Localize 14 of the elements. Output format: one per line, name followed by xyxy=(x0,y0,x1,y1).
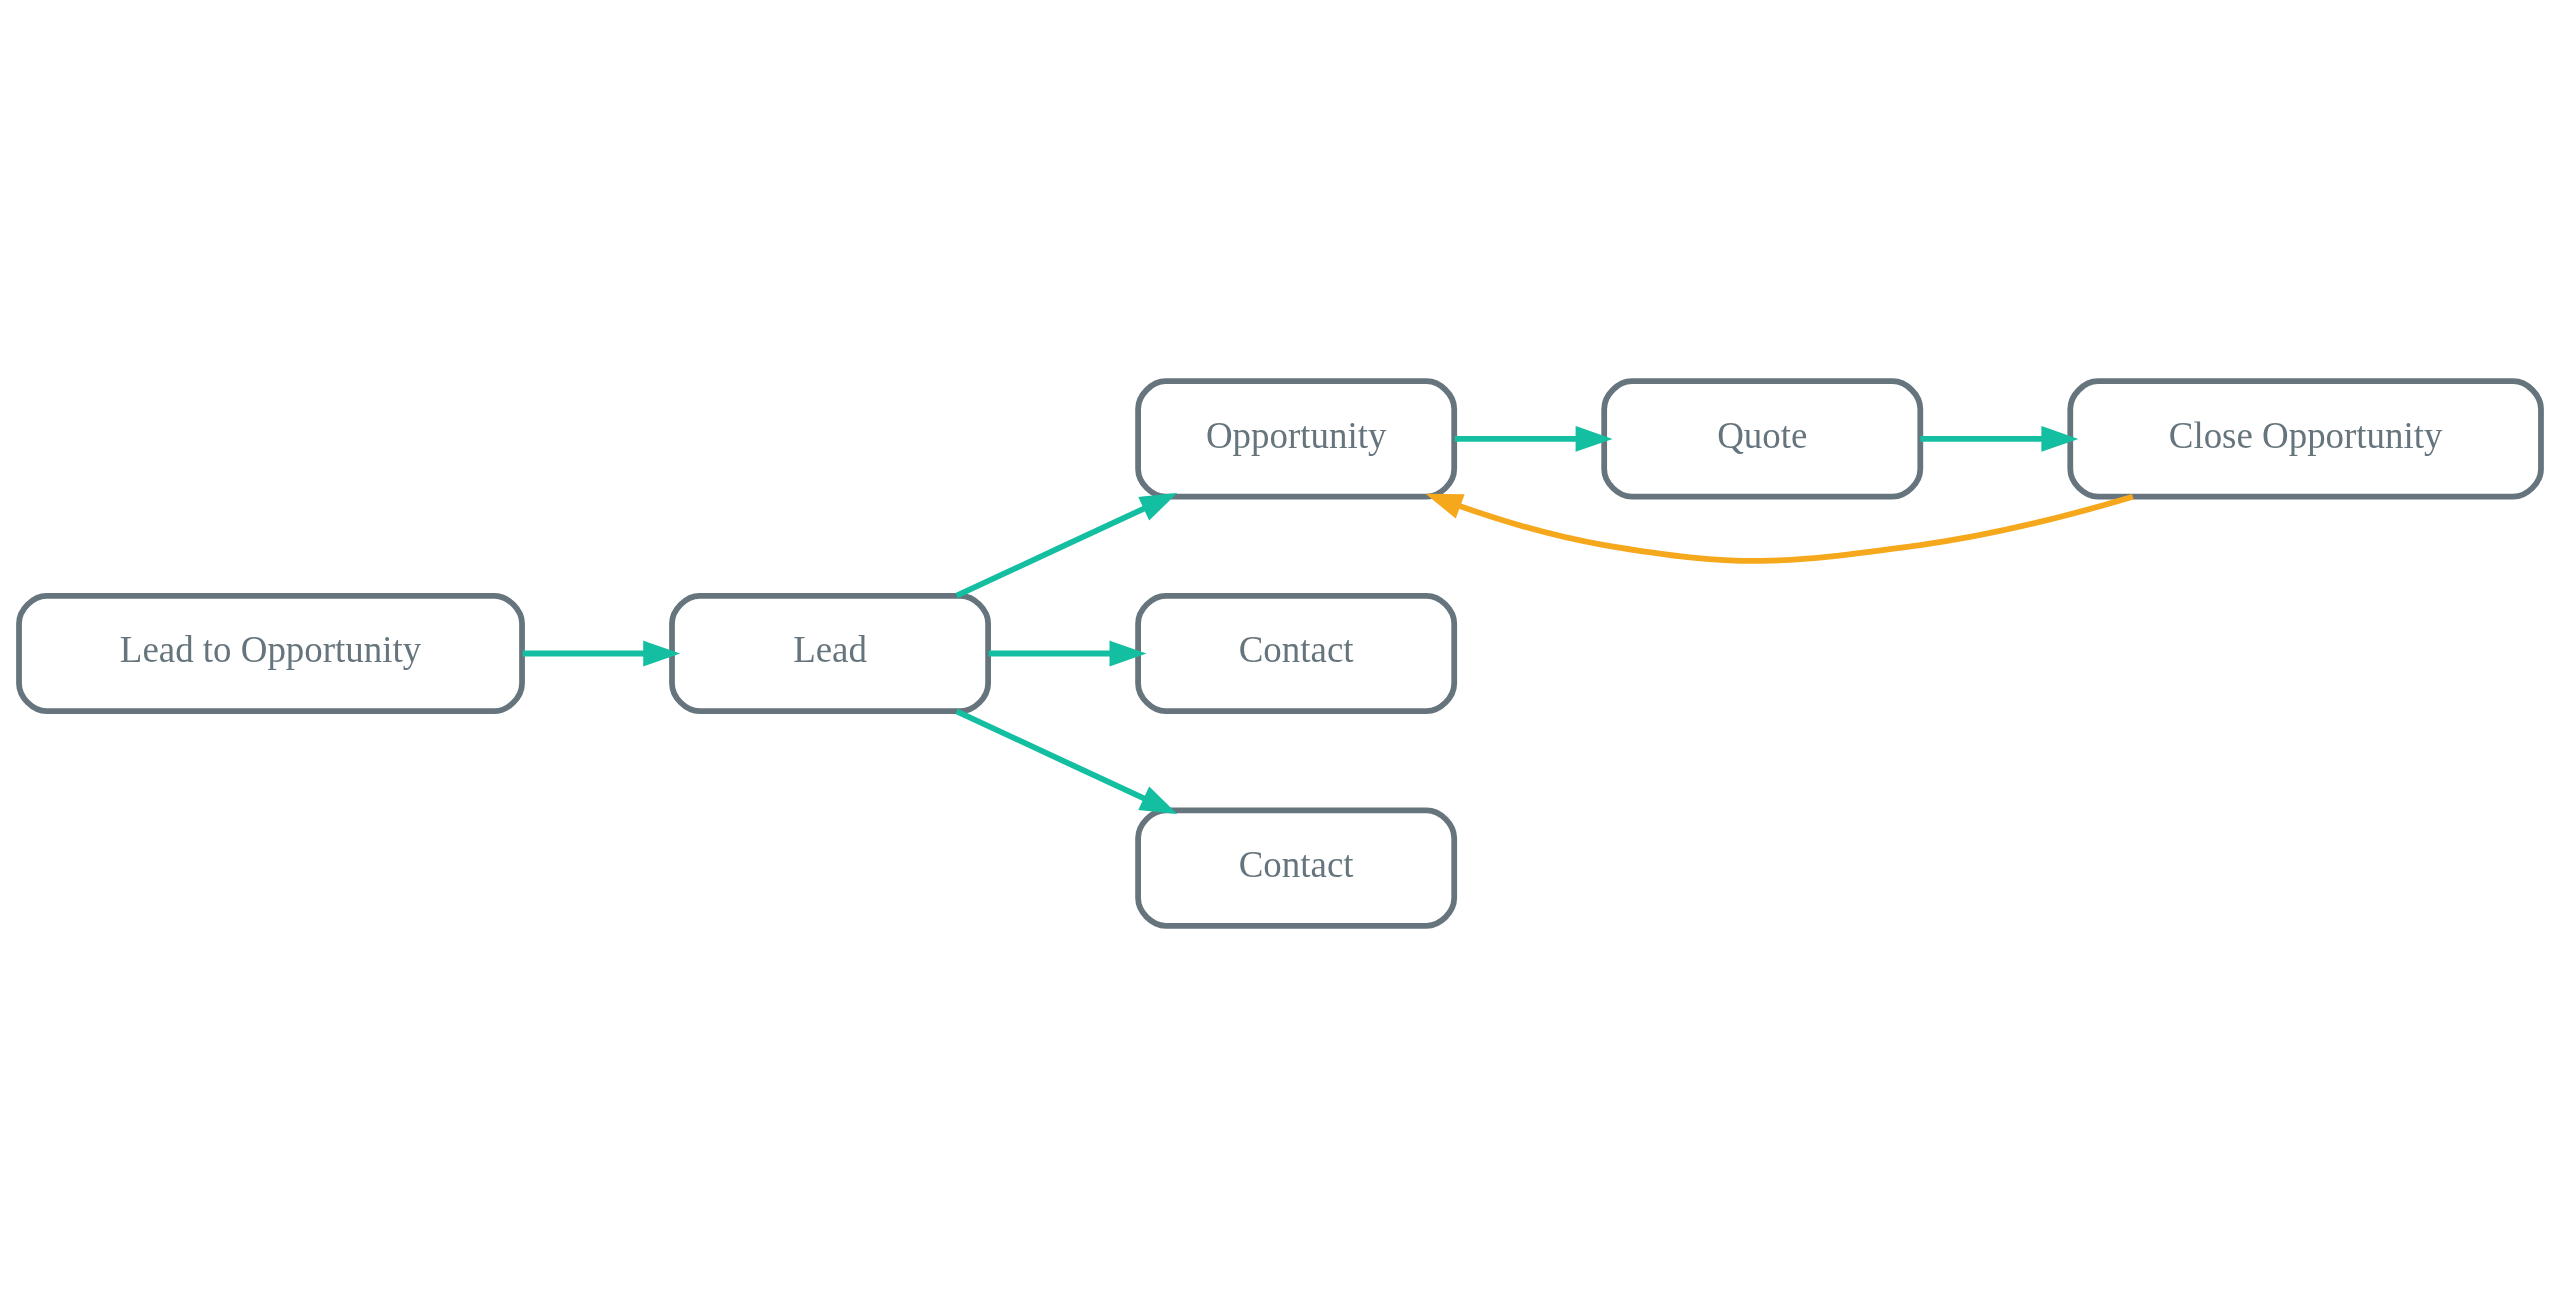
node-box: Opportunity xyxy=(1135,378,1458,500)
node-box: Contact xyxy=(1135,807,1458,929)
node-box: Lead xyxy=(669,592,991,715)
arrow xyxy=(1920,425,2079,452)
arrow xyxy=(988,640,1147,667)
arrow xyxy=(1454,425,1613,452)
node-box: Lead to Opportunity xyxy=(16,592,525,715)
arrow xyxy=(522,640,681,667)
node-box: Contact xyxy=(1135,592,1458,715)
node-box: Close Opportunity xyxy=(2067,378,2544,500)
arrow xyxy=(955,708,1178,814)
arrow xyxy=(955,493,1178,599)
arrow xyxy=(1425,493,2134,564)
node-box: Quote xyxy=(1601,378,1924,500)
